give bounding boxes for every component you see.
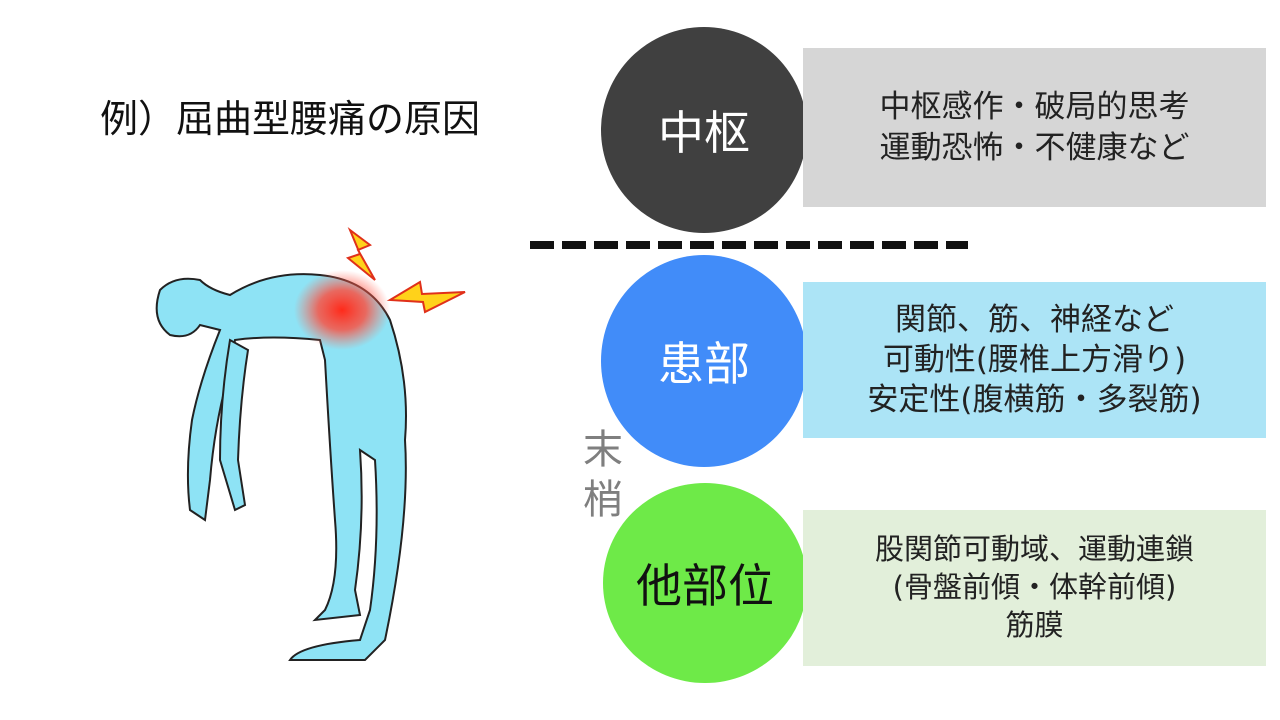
peripheral-label: 末梢 — [583, 427, 623, 523]
affected-area-label: 患部 — [658, 337, 750, 391]
slide-title: 例）屈曲型腰痛の原因 — [100, 97, 481, 141]
detail-line: 関節、筋、神経など — [895, 301, 1174, 338]
bent-over-person-illustration — [155, 227, 466, 661]
detail-line: 可動性(腰椎上方滑り) — [882, 341, 1187, 378]
affected-area-details-box: 関節、筋、神経など 可動性(腰椎上方滑り) 安定性(腹横筋・多裂筋) — [803, 282, 1266, 438]
other-region-circle: 他部位 — [603, 483, 807, 683]
divider-dashed-line — [530, 241, 968, 249]
detail-line: (骨盤前傾・体幹前傾) — [892, 570, 1177, 605]
central-circle: 中枢 — [601, 27, 807, 233]
detail-line: 安定性(腹横筋・多裂筋) — [867, 382, 1202, 419]
detail-line: 筋膜 — [1005, 607, 1064, 642]
detail-line: 運動恐怖・不健康など — [879, 129, 1190, 166]
central-label: 中枢 — [658, 106, 750, 160]
lightning-icon — [386, 280, 466, 314]
lightning-icon — [345, 227, 376, 281]
other-region-label: 他部位 — [636, 559, 774, 613]
central-details-box: 中枢感作・破局的思考 運動恐怖・不健康など — [803, 48, 1266, 207]
detail-line: 股関節可動域、運動連鎖 — [874, 532, 1194, 567]
detail-line: 中枢感作・破局的思考 — [879, 89, 1190, 126]
pain-highlight — [294, 270, 390, 350]
affected-area-circle: 患部 — [601, 255, 807, 467]
other-region-details-box: 股関節可動域、運動連鎖 (骨盤前傾・体幹前傾) 筋膜 — [803, 510, 1266, 666]
